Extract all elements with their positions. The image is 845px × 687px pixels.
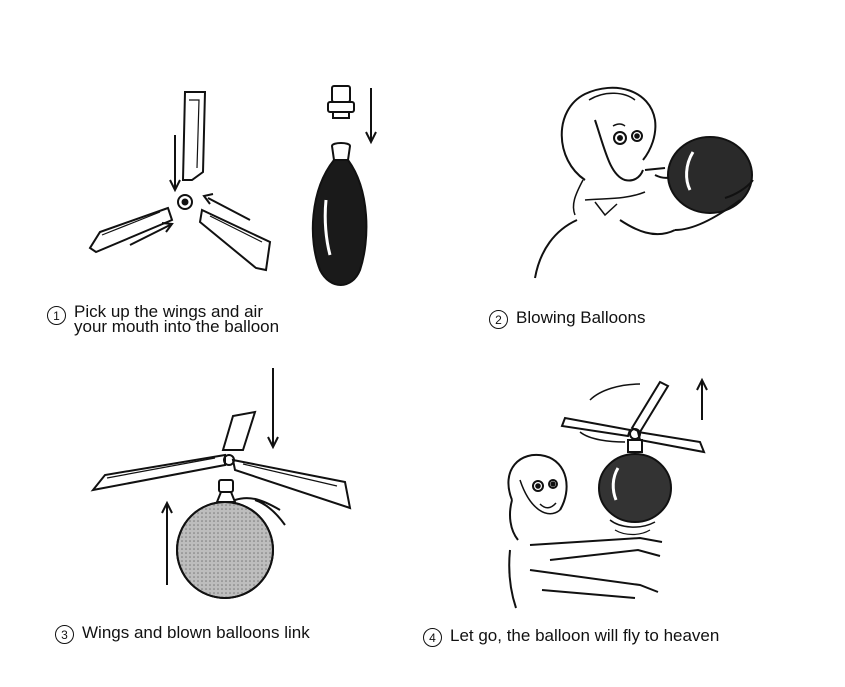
step3-illustration (90, 368, 352, 599)
step-number-1: 1 (47, 306, 66, 325)
step1-line2: your mouth into the balloon (74, 317, 280, 336)
step4-text: Let go, the balloon will fly to heaven (450, 626, 720, 645)
step1-caption: 1 Pick up the wings and air your mouth i… (47, 302, 280, 336)
step4-illustration (507, 377, 708, 609)
step1-illustration (88, 85, 377, 286)
step3-caption: 3 Wings and blown balloons link (55, 623, 310, 644)
step2-text: Blowing Balloons (516, 308, 646, 327)
step2-caption: 2 Blowing Balloons (489, 308, 645, 329)
step-number-3: 3 (55, 625, 74, 644)
step2-illustration (534, 86, 754, 279)
step-number-2: 2 (489, 310, 508, 329)
step4-caption: 4 Let go, the balloon will fly to heaven (423, 626, 719, 647)
step1-line1: Pick up the wings and air (74, 302, 263, 321)
step-number-4: 4 (423, 628, 442, 647)
step3-text: Wings and blown balloons link (82, 623, 310, 642)
step1-text: Pick up the wings and air your mouth int… (74, 302, 280, 336)
